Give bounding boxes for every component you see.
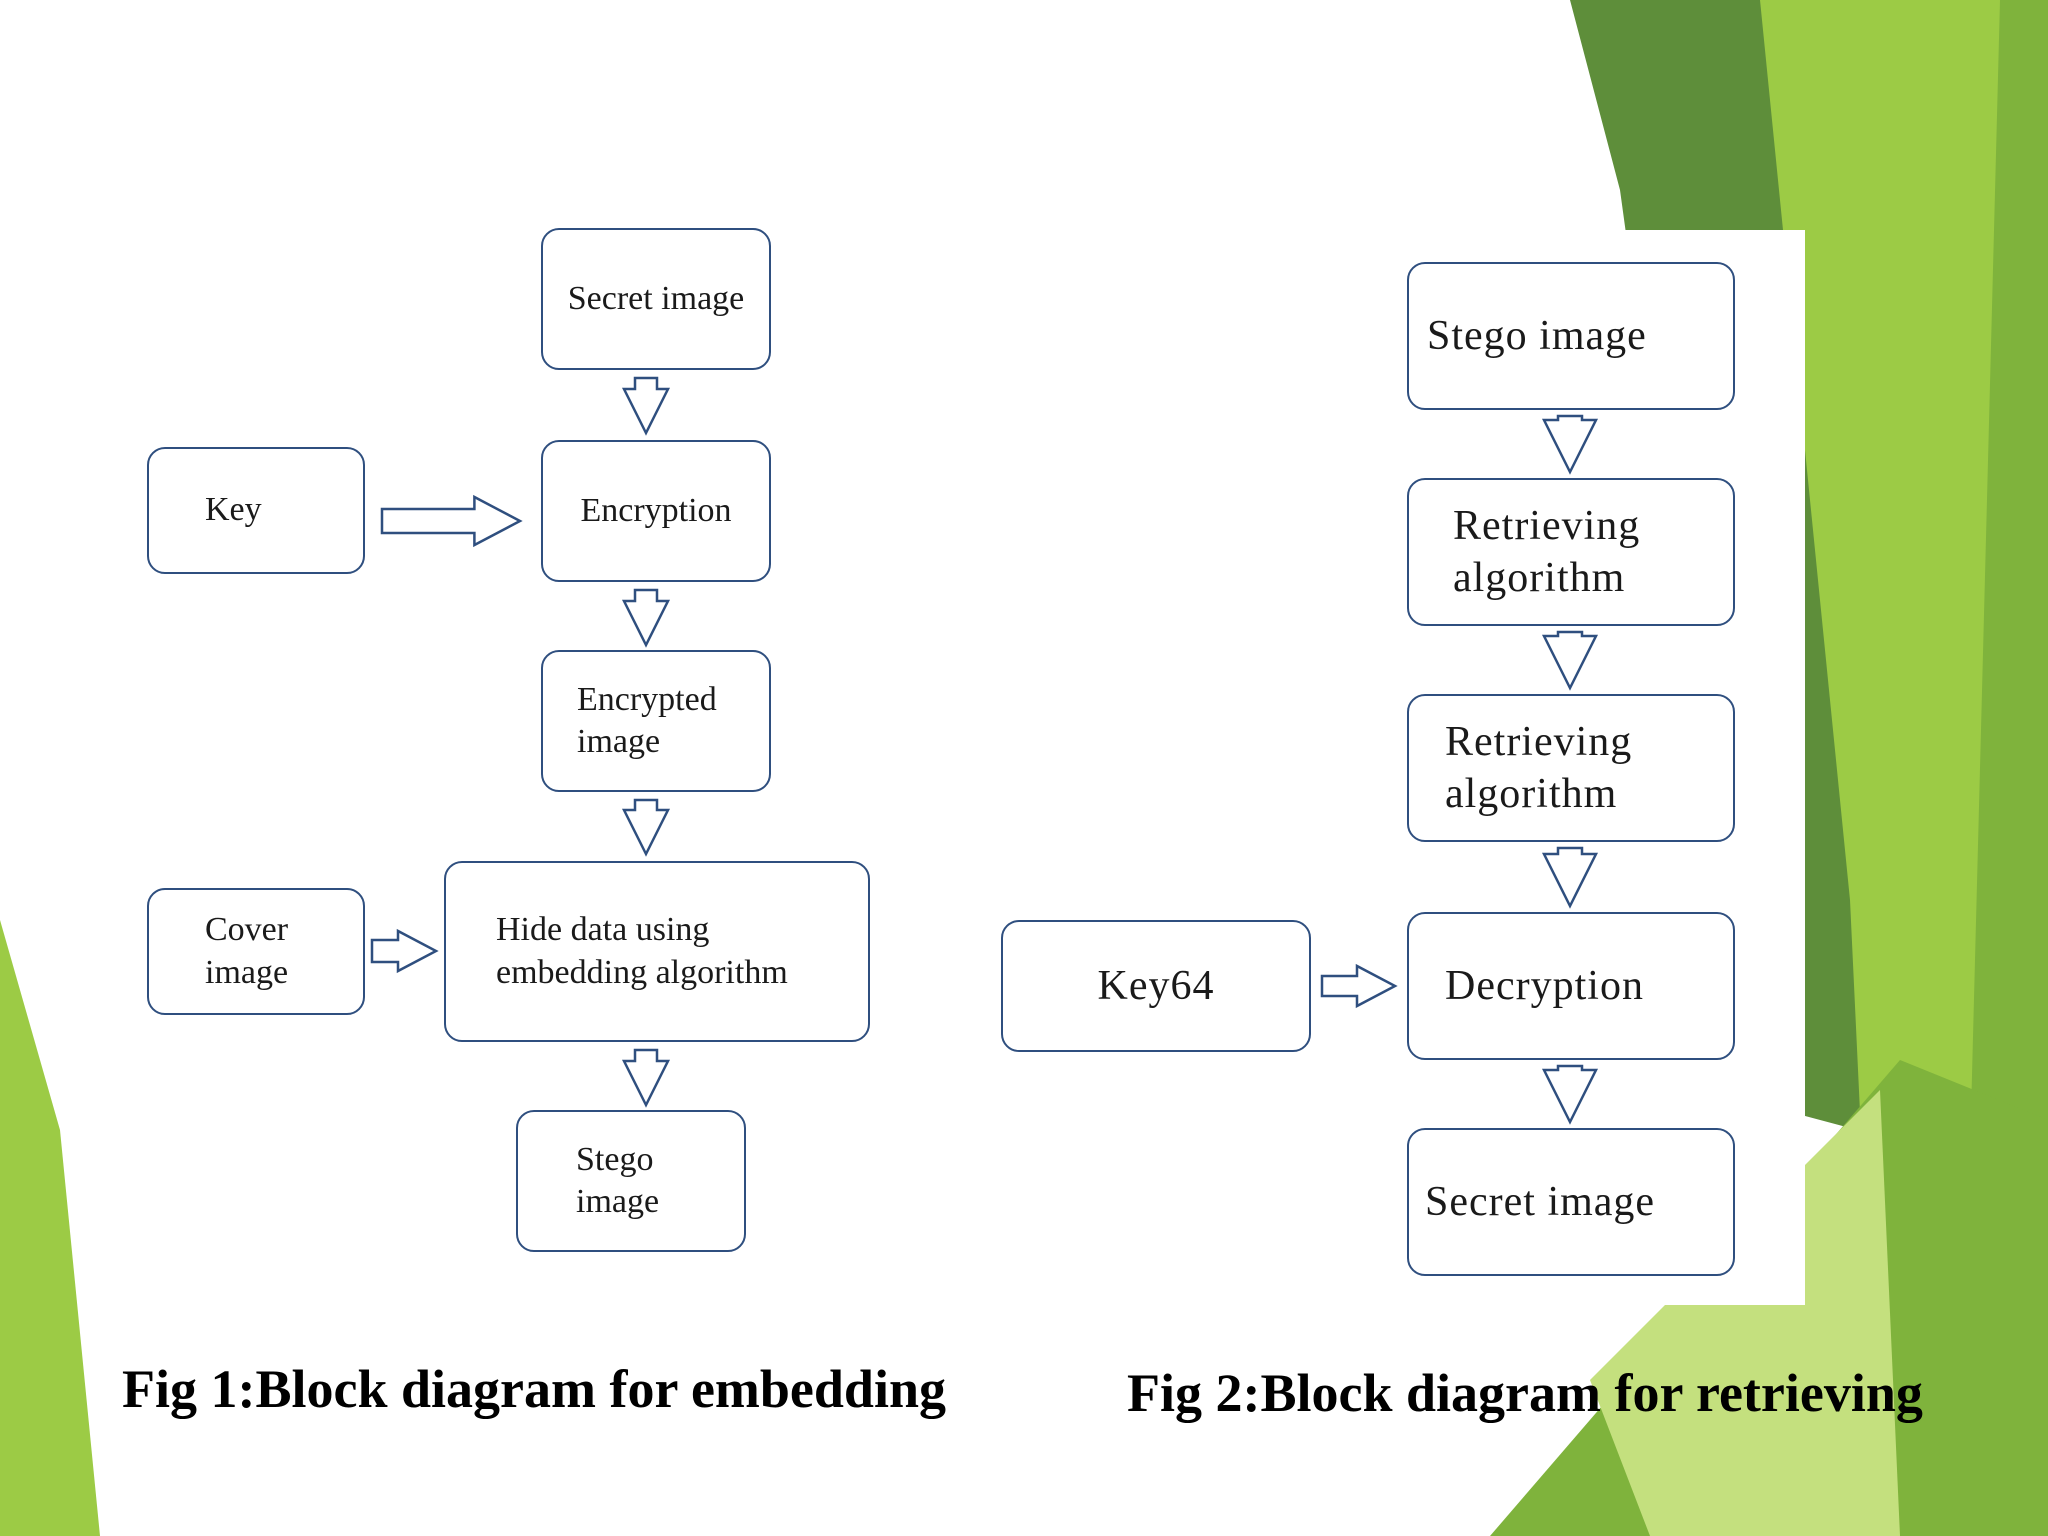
fig1-node-stego-image: Stego image	[516, 1110, 746, 1252]
fig1-arrow-cover-to-hide	[370, 928, 439, 974]
fig1-node-cover-image: Cover image	[147, 888, 365, 1015]
fig2-arrow-retrieving2-to-decryption	[1541, 846, 1599, 909]
fig2-node-decryption: Decryption	[1407, 912, 1735, 1060]
fig2-node-secret-image: Secret image	[1407, 1128, 1735, 1276]
fig2-node-key64: Key64	[1001, 920, 1311, 1052]
fig1-node-secret-image: Secret image	[541, 228, 771, 370]
fig1-node-hide-data: Hide data using embedding algorithm	[444, 861, 870, 1042]
fig2-arrow-retrieving1-to-retrieving2	[1541, 630, 1599, 691]
fig1-arrow-encrypted-to-hide	[621, 798, 671, 857]
fig2-node-stego-image: Stego image	[1407, 262, 1735, 410]
fig2-arrow-decryption-to-secret	[1541, 1064, 1599, 1125]
fig1-node-encrypted-image: Encrypted image	[541, 650, 771, 792]
bg-shape-left	[0, 920, 100, 1536]
fig2-caption: Fig 2:Block diagram for retrieving	[1127, 1363, 1923, 1423]
fig1-node-key: Key	[147, 447, 365, 574]
fig2-arrow-key64-to-decryption	[1320, 963, 1398, 1009]
fig2-arrow-stego-to-retrieving1	[1541, 414, 1599, 475]
fig2-node-retrieving-1: Retrieving algorithm	[1407, 478, 1735, 626]
bg-shape-pale	[1590, 1090, 1900, 1536]
fig2-node-retrieving-2: Retrieving algorithm	[1407, 694, 1735, 842]
fig1-arrow-hide-to-stego	[621, 1048, 671, 1108]
fig1-arrow-key-to-encryption	[380, 494, 523, 548]
fig1-arrow-secret-to-encryption	[621, 376, 671, 436]
fig1-caption: Fig 1:Block diagram for embedding	[122, 1359, 947, 1419]
fig1-arrow-encryption-to-encrypted	[621, 588, 671, 648]
fig1-node-encryption: Encryption	[541, 440, 771, 582]
